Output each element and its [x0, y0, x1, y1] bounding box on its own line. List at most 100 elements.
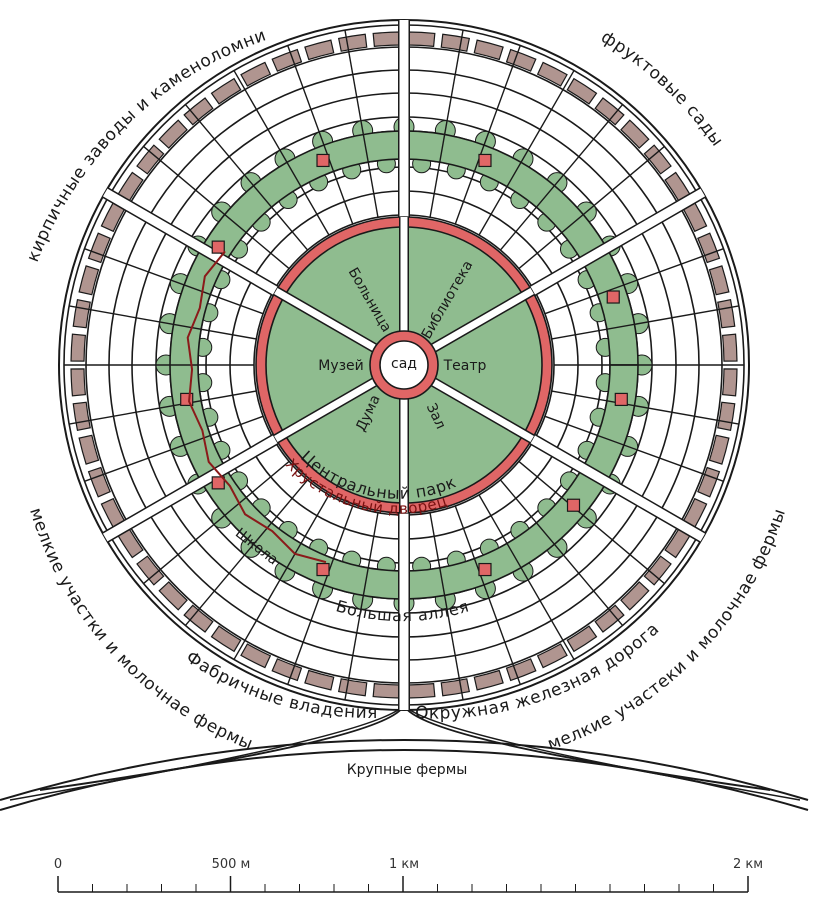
radial-street [344, 30, 379, 218]
school-building [316, 562, 330, 577]
brick-plot [210, 625, 242, 653]
school-building [316, 153, 330, 168]
brick-plot [407, 682, 436, 699]
brick-plot [643, 555, 672, 586]
brick-plot [158, 119, 188, 149]
radial-street [478, 494, 575, 660]
radial-street [429, 512, 464, 700]
brick-plot [70, 368, 87, 397]
radial-street [69, 305, 257, 340]
scale-label-500m: 500 м [212, 857, 251, 872]
brick-plot [87, 232, 111, 264]
school-building [211, 240, 225, 254]
label-theatre: Театр [443, 358, 487, 374]
railway-branches [9, 704, 801, 801]
brick-plot [304, 39, 335, 61]
brick-plot [536, 643, 568, 669]
radial-street [84, 248, 264, 315]
brick-plot [337, 33, 368, 52]
brick-plot [643, 144, 672, 175]
radial-street [551, 390, 739, 425]
brick-plot [721, 368, 738, 397]
park-path-fill [419, 287, 534, 359]
brick-plot [407, 31, 436, 48]
scale-label-0: 0 [54, 857, 62, 872]
label-museum: Музей [318, 358, 364, 374]
park-path-fill [274, 371, 389, 443]
label-large-farms: Крупные фермы [347, 762, 468, 778]
brick-plot [372, 682, 401, 699]
radial-street [344, 512, 379, 700]
brick-plot [70, 333, 87, 362]
brick-plot [87, 466, 111, 498]
brick-plot [536, 61, 568, 87]
radial-street [429, 30, 464, 218]
radial-street [287, 505, 354, 685]
brick-plot [708, 434, 730, 465]
brick-plot [620, 119, 650, 149]
radial-street [184, 479, 309, 626]
school-building [566, 498, 581, 512]
brick-plot [594, 604, 625, 633]
park-path-fill [274, 287, 389, 359]
radial-street [233, 70, 330, 236]
scale-bar: 0 500 м 1 км 2 км [54, 857, 763, 893]
brick-plot [136, 144, 165, 175]
radial-street [184, 104, 309, 251]
radial-street [454, 505, 521, 685]
brick-plot [440, 33, 471, 52]
brick-plot [697, 466, 721, 498]
park-path-fill [419, 371, 534, 443]
brick-plot [210, 77, 242, 105]
brick-plot [240, 643, 272, 669]
brick-plot [708, 265, 730, 296]
scale-ticks [57, 876, 749, 892]
radial-street [478, 70, 575, 236]
brick-plot [505, 48, 537, 72]
school-building [211, 476, 225, 490]
radial-street [518, 145, 665, 270]
brick-plot [72, 401, 91, 432]
brick-plot [271, 48, 303, 72]
brick-plot [72, 298, 91, 329]
brick-plot [271, 658, 303, 682]
brick-plot [473, 669, 504, 691]
school-building [478, 153, 492, 168]
radial-street [143, 145, 290, 270]
radial-street [69, 390, 257, 425]
brick-plot [183, 97, 214, 126]
school-building [478, 562, 492, 577]
brick-plot [337, 678, 368, 697]
brick-plot [440, 678, 471, 697]
brick-plot [304, 669, 335, 691]
radial-street [287, 45, 354, 225]
city-rings [58, 19, 750, 711]
brick-plot [136, 555, 165, 586]
brick-plot [473, 39, 504, 61]
radial-street [518, 460, 665, 585]
radial-street [499, 479, 624, 626]
radial-street [143, 460, 290, 585]
radial-street [544, 248, 724, 315]
scale-label-1km: 1 км [389, 857, 419, 872]
radial-street [544, 415, 724, 482]
radial-street [233, 494, 330, 660]
brick-plot [183, 604, 214, 633]
brick-plot [78, 434, 100, 465]
brick-plot [566, 77, 598, 105]
brick-plot [372, 31, 401, 48]
brick-plot [594, 97, 625, 126]
brick-plot [240, 61, 272, 87]
brick-plot [116, 171, 144, 203]
brick-plot [664, 527, 692, 559]
radial-street [454, 45, 521, 225]
central-garden [379, 340, 429, 390]
brick-plot [620, 581, 650, 611]
school-building [606, 290, 620, 304]
grand-avenue-belt-top [169, 130, 639, 600]
brick-plot [682, 201, 708, 233]
brick-plot [505, 658, 537, 682]
radial-street [551, 305, 739, 340]
scale-label-2km: 2 км [733, 857, 763, 872]
